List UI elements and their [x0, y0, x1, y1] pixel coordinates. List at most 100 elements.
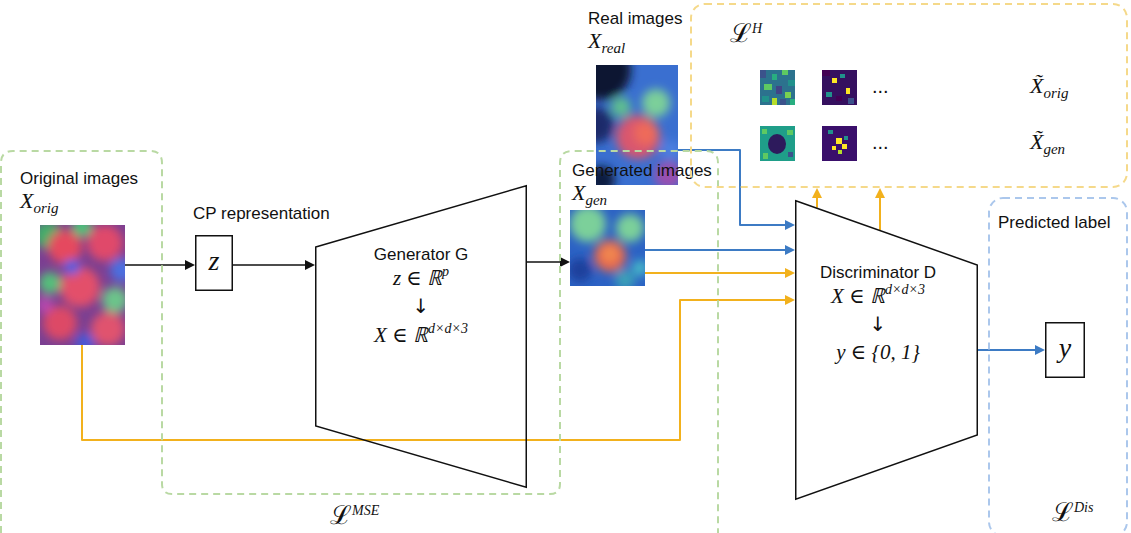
text-line: z	[209, 247, 220, 279]
text-group: Generator Gz ∈ ℝp↓X ∈ ℝd×d×3	[374, 244, 469, 351]
trapezoid-outline	[796, 201, 978, 500]
text-line: ...	[872, 132, 889, 154]
arrow-head	[785, 295, 795, 305]
connector	[875, 188, 885, 230]
connector-line	[125, 264, 187, 266]
subscript-text: real	[601, 40, 625, 56]
text-line: y	[1059, 334, 1071, 366]
arrow-head	[785, 245, 795, 255]
free-label: X̃gen	[1030, 130, 1065, 158]
text-line: X ∈ ℝd×d×3	[374, 322, 469, 351]
image-blobs	[40, 225, 125, 345]
image-blobs	[570, 210, 645, 286]
label-text: ↓	[413, 294, 430, 318]
subscript-text: gen	[1043, 141, 1065, 157]
label-text: y ∈ {0, 1}	[836, 340, 920, 364]
subscript-text: gen	[585, 192, 607, 208]
label-text: X	[588, 28, 601, 53]
connector	[125, 260, 195, 270]
superscript-text: MSE	[352, 503, 379, 518]
connector	[233, 260, 315, 270]
microscopy-image	[570, 210, 645, 286]
label-text: Real images	[588, 9, 683, 28]
text-line: Original images	[20, 168, 138, 189]
text-group: y	[1045, 322, 1085, 378]
subscript-text: orig	[1043, 85, 1068, 101]
text-group: ℒDis	[1052, 499, 1093, 530]
loss-region: ℒDis Predicted label y	[988, 197, 1128, 533]
free-label: ...	[872, 76, 889, 98]
text-line: ℒH	[730, 20, 762, 51]
connector	[645, 268, 795, 278]
arrow-head	[785, 220, 795, 230]
label-text: ...	[872, 131, 889, 153]
text-group: Predicted label	[998, 212, 1110, 233]
text-line: ℒDis	[1052, 499, 1093, 530]
image-node: Real imagesXreal	[596, 65, 678, 185]
label-text: Discriminator D	[820, 263, 936, 282]
text-group: ℒH	[730, 20, 762, 51]
text-line: ...	[872, 76, 889, 98]
label-text: X	[20, 188, 33, 213]
superscript-text: d×d×3	[428, 321, 468, 336]
dashed-region	[691, 4, 1127, 187]
text-group: Generated imagesXgen	[572, 160, 712, 209]
text-line: ↓	[820, 312, 936, 340]
feature-map	[822, 70, 857, 105]
box-outline	[1046, 323, 1085, 378]
free-label: ...	[872, 132, 889, 154]
label-text: z ∈ ℝ	[393, 266, 442, 290]
arrow-head	[1035, 345, 1045, 355]
text-group: z	[195, 235, 233, 291]
dashed-region	[989, 198, 1127, 533]
arrow-head	[812, 188, 822, 198]
image-node: Original imagesXorig	[40, 225, 125, 345]
free-label: X̃orig	[1030, 74, 1068, 102]
box-outline	[196, 236, 233, 291]
shape-outline	[0, 150, 720, 533]
connector-line	[645, 249, 787, 251]
superscript-text: d×d×3	[885, 282, 925, 297]
label-text: ℒ	[730, 18, 752, 48]
superscript-text: Dis	[1074, 500, 1093, 515]
superscript-text: p	[442, 264, 449, 279]
text-group: Real imagesXreal	[588, 8, 683, 57]
connector-line	[233, 264, 307, 266]
generator-trapezoid: Generator Gz ∈ ℝp↓X ∈ ℝd×d×3	[315, 185, 527, 488]
label-text: X̃	[1030, 73, 1043, 98]
vector-box: CP representationz	[195, 235, 233, 291]
arrow-head	[875, 188, 885, 198]
text-line: y ∈ {0, 1}	[820, 340, 936, 368]
text-line: Predicted label	[998, 212, 1110, 233]
text-line: Xreal	[588, 29, 683, 57]
connector-line	[82, 300, 787, 440]
arrow-head	[785, 268, 795, 278]
discriminator-trapezoid: Discriminator DX ∈ ℝd×d×3↓y ∈ {0, 1}	[795, 200, 978, 500]
connector	[645, 245, 795, 255]
dashed-region	[1, 151, 718, 533]
label-text: y	[1059, 332, 1071, 363]
connector-line	[879, 196, 881, 230]
text-line: Discriminator D	[820, 262, 936, 283]
feature-map	[822, 126, 857, 161]
microscopy-image	[40, 225, 125, 345]
image-ground	[40, 225, 125, 345]
connector-line	[978, 349, 1037, 351]
label-text: X	[572, 180, 585, 205]
label-text: X ∈ ℝ	[831, 284, 885, 308]
label-text: X ∈ ℝ	[374, 323, 428, 347]
text-line: X ∈ ℝd×d×3	[820, 283, 936, 312]
connector	[527, 257, 570, 267]
text-line: X̃gen	[1030, 130, 1065, 158]
text-group: CP representation	[193, 203, 330, 224]
arrow-head	[305, 260, 315, 270]
image-node: Generated imagesXgen	[570, 210, 645, 286]
text-group: Original imagesXorig	[20, 168, 138, 217]
trapezoid-outline	[316, 186, 527, 488]
feature-map	[760, 70, 795, 105]
text-line: ℒMSE	[330, 502, 379, 533]
arrow-head	[185, 260, 195, 270]
label-text: ...	[872, 75, 889, 97]
text-line: Xorig	[20, 189, 138, 217]
